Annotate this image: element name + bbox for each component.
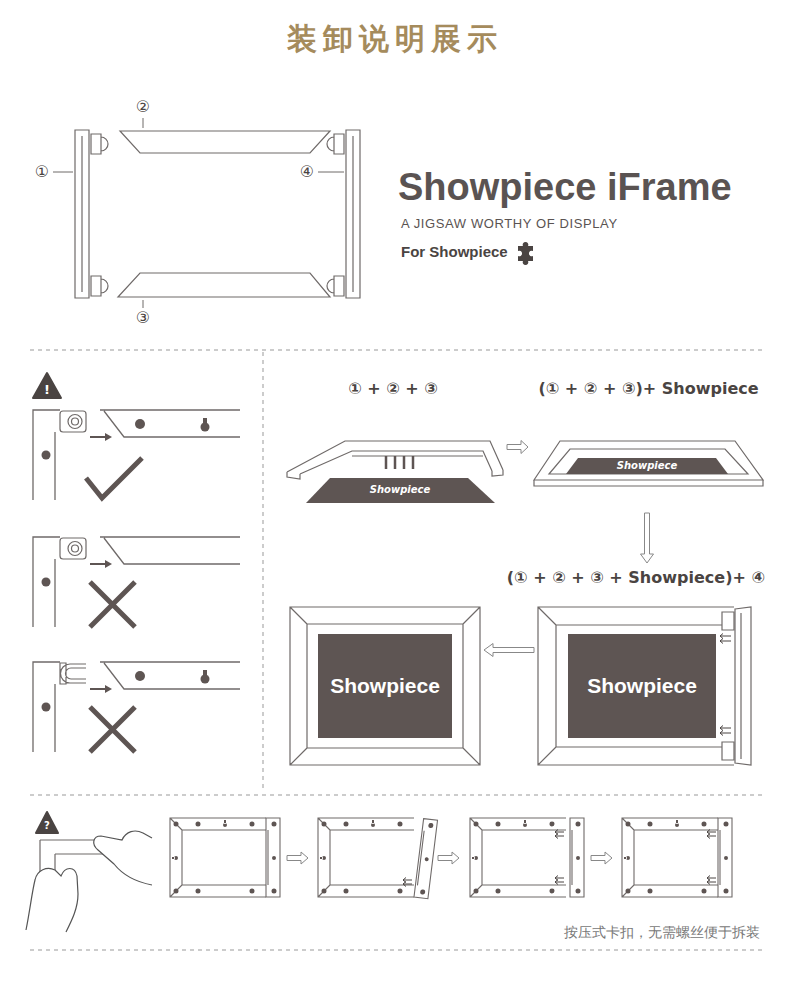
frame-piece xyxy=(100,537,240,564)
wrong-mark xyxy=(90,582,135,627)
warning-triangle xyxy=(33,373,61,398)
frame-perspective xyxy=(534,441,763,486)
frame-corner xyxy=(33,410,60,500)
wrong-fit xyxy=(33,537,240,627)
assembly-step: ① + ② + ③Showpiece xyxy=(283,432,503,507)
push-arrow xyxy=(90,685,112,693)
frame-piece xyxy=(100,410,240,437)
frame xyxy=(470,818,566,897)
top-piece xyxy=(120,131,330,153)
assembly-step: (① + ② + ③)+ ShowpieceShowpiece xyxy=(532,432,765,507)
corner-clip xyxy=(91,134,344,296)
step-heading: ① + ② + ③ xyxy=(273,380,513,398)
frame-side xyxy=(570,818,584,897)
showpiece-panel xyxy=(566,458,728,474)
assembly-step: (① + ② + ③ + Showpiece)+ ④Showpiece xyxy=(538,607,751,765)
step-arrow xyxy=(591,852,612,864)
wrong-fit xyxy=(33,662,240,752)
product-line: For Showpiece xyxy=(401,243,508,260)
callout-number: ① xyxy=(35,163,49,181)
step-arrow xyxy=(287,852,308,864)
push-arrows xyxy=(720,634,731,736)
frame-corner xyxy=(33,537,60,627)
push-arrows xyxy=(555,876,564,885)
separator xyxy=(30,350,762,950)
brand-name: Showpiece iFrame xyxy=(398,168,732,206)
step-arrow xyxy=(641,513,654,563)
clip xyxy=(60,663,86,684)
frame xyxy=(170,818,266,897)
showpiece-label: Showpiece xyxy=(318,674,452,698)
correct-fit xyxy=(33,410,240,500)
frame-side xyxy=(414,819,438,899)
showpiece-label: Showpiece xyxy=(350,484,450,496)
frame-side xyxy=(266,818,280,897)
push-arrow xyxy=(90,560,112,568)
showpiece-panel xyxy=(318,634,452,738)
frame-side xyxy=(718,818,732,897)
right-mark xyxy=(86,458,142,498)
showpiece-panel xyxy=(306,478,495,503)
clip xyxy=(60,411,86,432)
warning-mark: ! xyxy=(44,383,50,398)
showpiece-label: Showpiece xyxy=(597,460,697,472)
tagline: A JIGSAW WORTHY OF DISPLAY xyxy=(401,217,618,232)
page-title: 装卸说明展示 xyxy=(0,22,790,57)
frame-outline xyxy=(538,607,734,765)
frame-parts xyxy=(53,118,360,308)
callout-number: ② xyxy=(136,98,150,116)
question-mark: ? xyxy=(44,820,50,832)
small-frame xyxy=(622,818,732,897)
holes xyxy=(135,670,210,684)
push-arrows xyxy=(707,830,716,839)
leader-line xyxy=(53,118,344,308)
hands xyxy=(26,831,152,932)
push-arrow xyxy=(90,433,112,441)
side-piece xyxy=(75,130,89,298)
step-heading: (① + ② + ③)+ Showpiece xyxy=(522,380,775,398)
wrong-mark xyxy=(90,707,135,752)
frame-side xyxy=(414,819,438,899)
puzzle-icon xyxy=(518,242,533,265)
corner-clip xyxy=(722,612,734,760)
node-outline xyxy=(283,432,503,507)
bottom-piece xyxy=(118,273,330,297)
small-frame xyxy=(170,818,280,897)
side-piece xyxy=(346,130,360,298)
finished-frame: Showpiece xyxy=(290,607,480,765)
question-triangle xyxy=(36,812,58,833)
push-arrows xyxy=(555,830,564,839)
hand xyxy=(94,831,152,885)
showpiece-label: Showpiece xyxy=(568,674,716,698)
step-heading: (① + ② + ③ + Showpiece)+ ④ xyxy=(507,569,765,587)
clip xyxy=(60,538,86,559)
callout-number: ③ xyxy=(136,309,150,327)
side-piece xyxy=(735,607,751,765)
small-frame xyxy=(470,818,584,897)
note-text: 按压式卡扣，无需螺丝便于拆装 xyxy=(564,924,760,940)
hand xyxy=(26,868,78,932)
holes xyxy=(135,418,210,432)
push-arrows xyxy=(707,876,716,885)
frame-corner xyxy=(33,662,60,752)
frame-perspective xyxy=(287,441,503,479)
frame xyxy=(622,818,718,897)
step-arrow xyxy=(438,852,459,864)
showpiece-panel xyxy=(568,634,716,738)
frame-outline xyxy=(290,607,480,765)
push-arrows xyxy=(403,878,412,887)
frame xyxy=(318,818,414,897)
small-frame xyxy=(318,818,438,899)
clip-bars xyxy=(386,456,413,469)
step-arrow xyxy=(484,644,534,657)
step-arrow xyxy=(507,441,528,454)
callout-number: ④ xyxy=(300,163,314,181)
frame-piece xyxy=(100,662,240,689)
